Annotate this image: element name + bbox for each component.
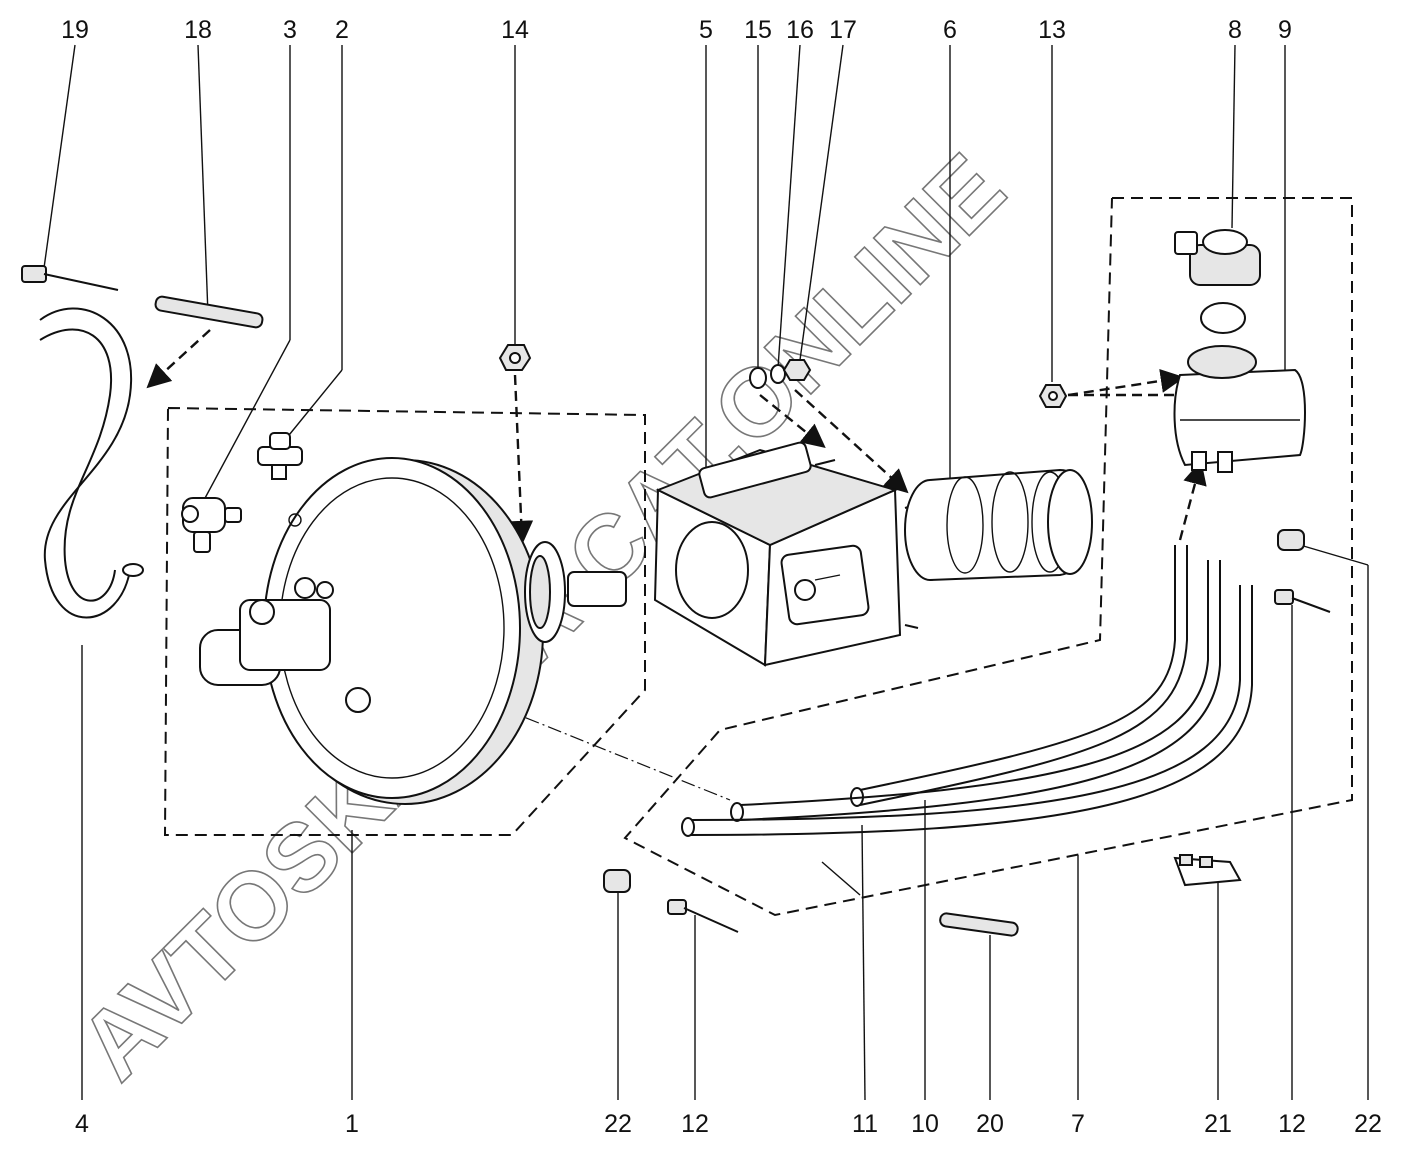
callout-22-left: 22: [604, 1110, 632, 1138]
callout-1: 1: [345, 1110, 359, 1138]
callout-19: 19: [61, 16, 89, 44]
part-1-brake-booster: [199, 457, 627, 805]
part-14-nut: [498, 344, 532, 371]
part-2-valve-fitting: [257, 432, 303, 480]
callout-9: 9: [1278, 16, 1292, 44]
callout-17: 17: [829, 16, 857, 44]
callout-2: 2: [335, 16, 349, 44]
callout-15: 15: [744, 16, 772, 44]
part-21-hose-holder: [1173, 854, 1242, 887]
callout-11: 11: [852, 1110, 878, 1138]
callout-21: 21: [1204, 1110, 1232, 1138]
part-3-check-valve: [181, 497, 242, 553]
callout-10: 10: [911, 1110, 939, 1138]
callout-18: 18: [184, 16, 212, 44]
callout-13: 13: [1038, 16, 1066, 44]
callout-22-right: 22: [1354, 1110, 1382, 1138]
callout-3: 3: [283, 16, 297, 44]
part-12-tie-left: [667, 899, 739, 933]
part-6-bellows: [904, 468, 1093, 581]
part-22-clamp-left: [603, 869, 631, 893]
part-16-washer: [770, 364, 786, 384]
part-4-vacuum-hose: [39, 307, 144, 619]
part-5-mounting-bracket: [653, 441, 919, 667]
callouts-bottom: 4 1 22 12 11 10 20 7 21 12 22: [75, 1110, 1382, 1138]
callout-12-left: 12: [681, 1110, 709, 1138]
callout-14: 14: [501, 16, 529, 44]
callout-16: 16: [786, 16, 814, 44]
part-18-clip: [154, 295, 264, 329]
part-12-tie-right: [1274, 589, 1331, 613]
part-17-nut: [782, 359, 812, 381]
part-8-reservoir-cap: [1174, 229, 1261, 334]
callout-20: 20: [976, 1110, 1004, 1138]
callouts-top: 19 18 3 2 14 5 15 16 17 6 13 8 9: [61, 16, 1292, 44]
callout-6: 6: [943, 16, 957, 44]
part-22-clamp-right: [1277, 529, 1305, 551]
callout-7: 7: [1071, 1110, 1085, 1138]
callout-12-right: 12: [1278, 1110, 1306, 1138]
leader-lines: [43, 44, 1369, 1101]
part-7-hose: [681, 585, 1253, 837]
part-15-washer: [749, 367, 767, 389]
callout-5: 5: [699, 16, 713, 44]
callout-8: 8: [1228, 16, 1242, 44]
callout-4: 4: [75, 1110, 89, 1138]
part-13-nut: [1038, 384, 1068, 408]
part-9-fluid-reservoir: [1173, 345, 1306, 473]
part-10-hose: [850, 545, 1188, 807]
part-19-clamp: [21, 265, 119, 291]
part-20-clip: [939, 912, 1019, 937]
part-11-hose: [730, 560, 1221, 822]
